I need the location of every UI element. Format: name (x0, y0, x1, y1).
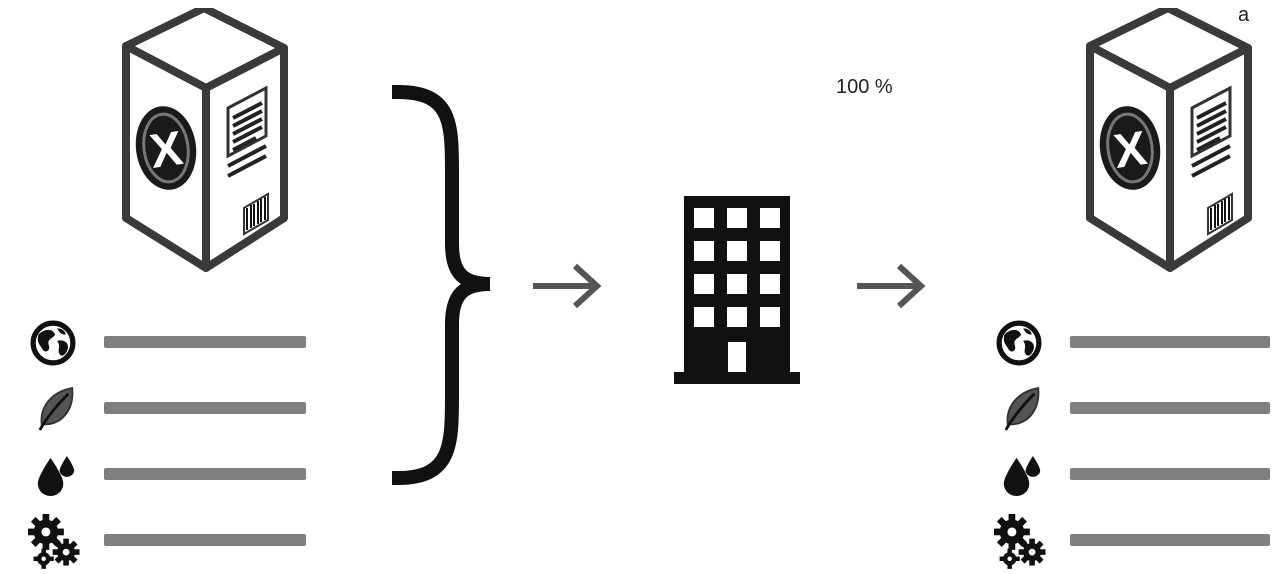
attribute-bar (1070, 402, 1270, 414)
attribute-bar (104, 336, 306, 348)
input-product-badge-letter: X (147, 122, 186, 179)
panel-label: a (1238, 4, 1250, 26)
attribute-bar (1070, 534, 1270, 546)
attribute-bar (104, 402, 306, 414)
globe-icon (996, 320, 1042, 366)
leaf-icon (1004, 386, 1040, 432)
office-building-icon (674, 196, 800, 384)
water-drops-icon (37, 456, 75, 496)
globe-icon (30, 320, 76, 366)
arrow-right-icon (530, 262, 602, 310)
percentage-label: 100 % (836, 76, 893, 98)
output-product-badge-letter: X (1111, 122, 1150, 179)
leaf-icon (38, 386, 74, 432)
attribute-bar (1070, 336, 1270, 348)
attribute-bar (1070, 468, 1270, 480)
input-product-box-icon: X (116, 8, 296, 276)
gears-icon (994, 514, 1046, 569)
attribute-bar (104, 534, 306, 546)
grouping-brace (392, 84, 491, 486)
attribute-bar (104, 468, 306, 480)
gears-icon (28, 514, 80, 569)
arrow-right-icon (854, 262, 926, 310)
output-product-box-icon: X (1080, 8, 1260, 276)
water-drops-icon (1003, 456, 1041, 496)
